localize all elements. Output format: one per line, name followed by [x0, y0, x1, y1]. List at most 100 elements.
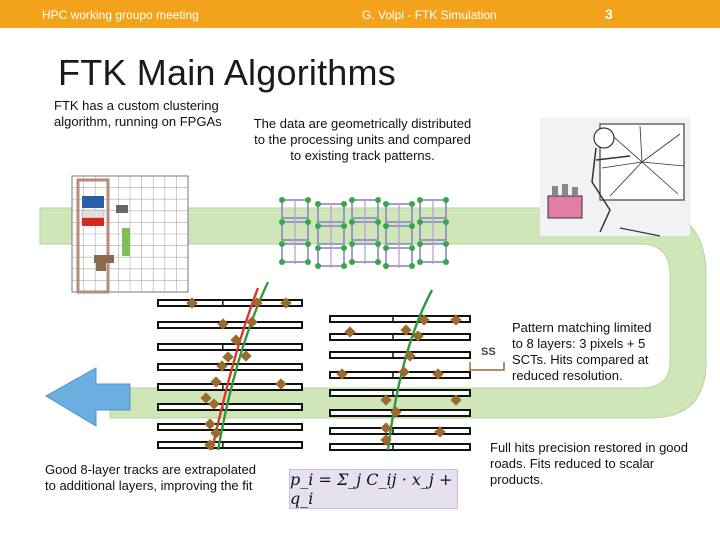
- lattice-node: [383, 245, 389, 251]
- scientist-cartoon: [540, 118, 690, 237]
- lattice-node: [417, 241, 423, 247]
- hit-marker: [404, 350, 416, 362]
- distribution-text: The data are geometrically distributed t…: [253, 116, 472, 163]
- lattice-node: [443, 197, 449, 203]
- lattice-node: [443, 241, 449, 247]
- hit-marker: [208, 398, 220, 410]
- detector-layer: [157, 423, 303, 431]
- lattice-node: [443, 219, 449, 225]
- hit-marker: [380, 394, 392, 406]
- hit-marker: [400, 324, 412, 336]
- detector-layer: [329, 333, 471, 341]
- hit-marker: [336, 368, 348, 380]
- lattice-node: [375, 197, 381, 203]
- lattice-node: [305, 241, 311, 247]
- lattice-node: [315, 263, 321, 269]
- hit-marker: [210, 376, 222, 388]
- header-author-topic: G. Volpi - FTK Simulation: [362, 8, 497, 22]
- hit-marker: [450, 314, 462, 326]
- full-precision-text: Full hits precision restored in good roa…: [490, 440, 688, 487]
- hit-marker: [344, 326, 356, 338]
- hit-marker: [216, 360, 228, 372]
- hit-marker: [432, 368, 444, 380]
- hit-marker: [412, 330, 424, 342]
- lattice-node: [375, 259, 381, 265]
- detector-layer: [329, 389, 471, 397]
- hit-marker: [217, 318, 229, 330]
- lattice-node: [417, 219, 423, 225]
- processing-units: [279, 197, 449, 269]
- detector-layers-left: [157, 299, 303, 449]
- hit-markers: [186, 297, 462, 451]
- lattice-node: [375, 241, 381, 247]
- hit-marker: [230, 334, 242, 346]
- hit-marker: [390, 406, 402, 418]
- lattice-node: [305, 259, 311, 265]
- track-green-right: [386, 289, 434, 451]
- lattice-node: [349, 197, 355, 203]
- fit-formula: p_i = Σ_j C_ij · x_j + q_i: [289, 469, 458, 509]
- flow-arrow-blue: [45, 367, 131, 427]
- hit-marker: [246, 316, 258, 328]
- detector-layer: [157, 343, 303, 351]
- lattice-node: [315, 201, 321, 207]
- detector-layer: [329, 315, 471, 323]
- ss-label: SS: [481, 346, 496, 358]
- lattice-node: [417, 197, 423, 203]
- lattice-node: [349, 219, 355, 225]
- lattice-node: [341, 201, 347, 207]
- hit-marker: [398, 366, 410, 378]
- lattice-node: [315, 245, 321, 251]
- hit-marker: [222, 351, 234, 363]
- lattice-node: [443, 259, 449, 265]
- lattice-node: [349, 241, 355, 247]
- lattice-node: [305, 197, 311, 203]
- lattice-node: [279, 197, 285, 203]
- hit-marker: [240, 350, 252, 362]
- detector-layer: [329, 443, 471, 451]
- extrapolation-text: Good 8-layer tracks are extrapolated to …: [45, 462, 256, 493]
- hit-marker: [380, 434, 392, 446]
- detector-layer: [157, 441, 303, 449]
- slide-header: HPC working groupo meeting G. Volpi - FT…: [0, 0, 720, 28]
- lattice-node: [279, 219, 285, 225]
- header-meeting-name: HPC working groupo meeting: [42, 8, 199, 22]
- lattice-node: [409, 245, 415, 251]
- detector-layer: [329, 351, 471, 359]
- slide-number: 3: [605, 6, 613, 22]
- detector-layer: [157, 363, 303, 371]
- slide-title: FTK Main Algorithms: [58, 52, 396, 93]
- track-green-left: [216, 281, 270, 451]
- lattice-node: [341, 263, 347, 269]
- lattice-node: [375, 219, 381, 225]
- hit-marker: [434, 426, 446, 438]
- ss-bracket: [469, 362, 505, 371]
- lattice-node: [409, 223, 415, 229]
- lattice-node: [279, 241, 285, 247]
- hit-marker: [251, 297, 263, 309]
- detector-layer: [157, 299, 303, 307]
- lattice-node: [315, 223, 321, 229]
- pattern-matching-text: Pattern matching limited to 8 layers: 3 …: [512, 320, 652, 383]
- hit-marker: [280, 297, 292, 309]
- cluster-grid: [71, 175, 189, 294]
- lattice-node: [417, 259, 423, 265]
- detector-layer: [157, 403, 303, 411]
- hit-marker: [200, 392, 212, 404]
- hit-marker: [204, 418, 216, 430]
- hit-marker: [186, 297, 198, 309]
- hit-marker: [450, 394, 462, 406]
- clustering-text: FTK has a custom clustering algorithm, r…: [54, 98, 222, 129]
- lattice-node: [279, 259, 285, 265]
- lattice-node: [409, 201, 415, 207]
- hit-marker: [210, 427, 222, 439]
- lattice-node: [349, 259, 355, 265]
- lattice-node: [383, 201, 389, 207]
- hit-marker: [275, 378, 287, 390]
- hit-marker: [204, 439, 216, 451]
- detector-layer: [329, 427, 471, 435]
- hit-marker: [418, 314, 430, 326]
- lattice-node: [383, 223, 389, 229]
- detector-layer: [157, 321, 303, 329]
